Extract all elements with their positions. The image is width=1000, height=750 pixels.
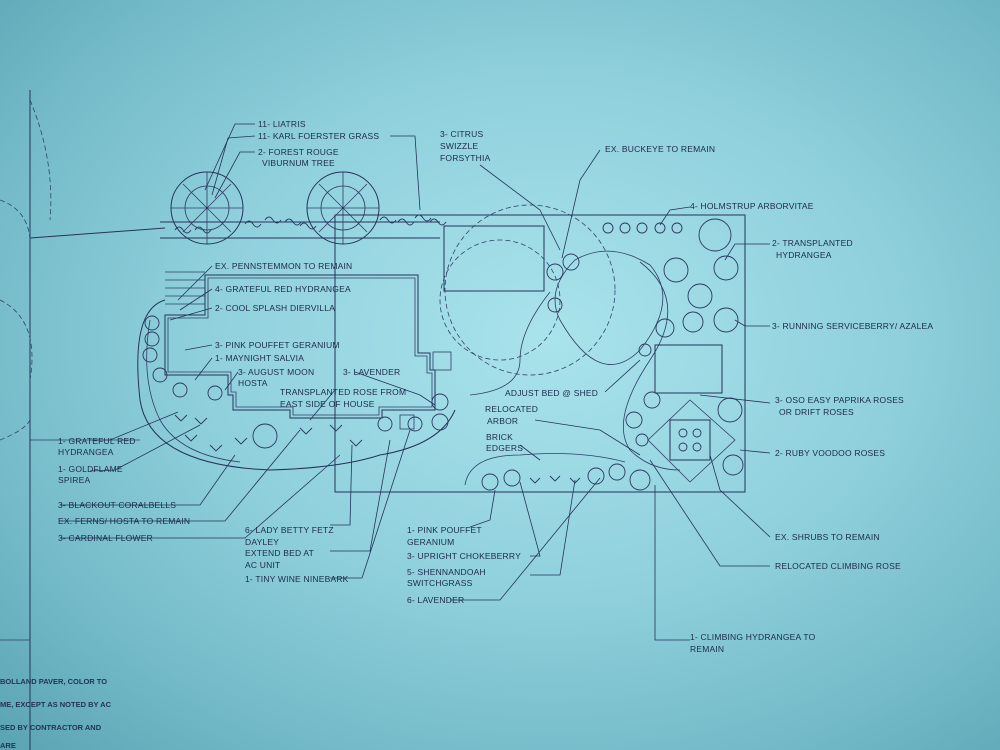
label-lavender-6: 6- LAVENDER [407, 595, 464, 605]
label-adjust-bed: ADJUST BED @ SHED [505, 388, 598, 398]
label-cool-splash: 2- COOL SPLASH DIERVILLA [215, 303, 335, 313]
label-oso-easy: 3- OSO EASY PAPRIKA ROSES [775, 395, 904, 405]
note-line-1: BOLLAND PAVER, COLOR TO [0, 677, 107, 686]
label-extend-bed-2: AC UNIT [245, 560, 280, 570]
label-grateful-red-1: 1- GRATEFUL RED [58, 436, 136, 446]
label-relocated-arbor: RELOCATED [485, 404, 538, 414]
label-lady-betty: 6- LADY BETTY FETZ [245, 525, 334, 535]
label-holmstrup: 4- HOLMSTRUP ARBORVITAE [690, 201, 814, 211]
label-transplanted-rose: TRANSPLANTED ROSE FROM [280, 387, 406, 397]
label-august-moon-2: HOSTA [238, 378, 268, 388]
label-lavender-3: 3- LAVENDER [343, 367, 400, 377]
label-goldflame-2: SPIREA [58, 475, 91, 485]
label-ferns-hosta: EX. FERNS/ HOSTA TO REMAIN [58, 516, 190, 526]
label-liatris: 11- LIATRIS [258, 119, 306, 129]
plant-labels: 11- LIATRIS 11- KARL FOERSTER GRASS 2- F… [58, 119, 933, 654]
label-relocated-climbing: RELOCATED CLIMBING ROSE [775, 561, 901, 571]
label-shenandoah: 5- SHENNANDOAH [407, 567, 486, 577]
label-oso-easy-2: OR DRIFT ROSES [779, 407, 854, 417]
label-karl-foerster: 11- KARL FOERSTER GRASS [258, 131, 379, 141]
front-planting-strip [160, 171, 447, 245]
label-buckeye: EX. BUCKEYE TO REMAIN [605, 144, 715, 154]
label-maynight: 1- MAYNIGHT SALVIA [215, 353, 304, 363]
label-grateful-red: 4- GRATEFUL RED HYDRANGEA [215, 284, 351, 294]
label-transplanted-hydrangea: 2- TRANSPLANTED [772, 238, 853, 248]
label-pink-pouffet: 3- PINK POUFFET GERANIUM [215, 340, 340, 350]
label-pink-pouffet-1b: GERANIUM [407, 537, 454, 547]
label-tiny-wine: 1- TINY WINE NINEBARK [245, 574, 349, 584]
label-grateful-red-1b: HYDRANGEA [58, 447, 114, 457]
backyard-layout [334, 204, 746, 493]
label-citrus-2: SWIZZLE [440, 141, 478, 151]
label-climbing-hydrangea: 1- CLIMBING HYDRANGEA TO [690, 632, 816, 642]
house-outline [164, 271, 452, 419]
side-planting-bed [137, 299, 456, 471]
label-goldflame: 1- GOLDFLAME [58, 464, 123, 474]
label-serviceberry: 3- RUNNING SERVICEBERRY/ AZALEA [772, 321, 933, 331]
leader-lines [60, 123, 771, 641]
left-edge-linework [0, 90, 166, 750]
label-penstemmon: EX. PENNSTEMMON TO REMAIN [215, 261, 352, 271]
note-line-3: SED BY CONTRACTOR AND [0, 723, 102, 732]
label-cardinal: 3- CARDINAL FLOWER [58, 533, 153, 543]
label-citrus: 3- CITRUS [440, 129, 483, 139]
label-extend-bed: EXTEND BED AT [245, 548, 314, 558]
label-relocated-arbor-2: ARBOR [487, 416, 518, 426]
note-line-4: ARE [0, 741, 16, 750]
label-brick: BRICK [486, 432, 513, 442]
label-ex-shrubs: EX. SHRUBS TO REMAIN [775, 532, 880, 542]
label-citrus-3: FORSYTHIA [440, 153, 491, 163]
label-brick-2: EDGERS [486, 443, 523, 453]
label-coralbells: 3- BLACKOUT CORALBELLS [58, 500, 176, 510]
label-ruby-voodoo: 2- RUBY VOODOO ROSES [775, 448, 885, 458]
label-lady-betty-2: DAYLEY [245, 537, 279, 547]
label-pink-pouffet-1: 1- PINK POUFFET [407, 525, 482, 535]
label-transplanted-hydrangea-2: HYDRANGEA [776, 250, 832, 260]
label-viburnum-2: VIBURNUM TREE [262, 158, 335, 168]
label-transplanted-rose-2: EAST SIDE OF HOUSE [280, 399, 375, 409]
label-viburnum: 2- FOREST ROUGE [258, 147, 339, 157]
label-shenandoah-2: SWITCHGRASS [407, 578, 473, 588]
label-climbing-hydrangea-2: REMAIN [690, 644, 724, 654]
general-notes: BOLLAND PAVER, COLOR TO ME, EXCEPT AS NO… [0, 677, 112, 750]
note-line-2: ME, EXCEPT AS NOTED BY AC [0, 700, 112, 709]
label-august-moon: 3- AUGUST MOON [238, 367, 314, 377]
label-chokeberry: 3- UPRIGHT CHOKEBERRY [407, 551, 521, 561]
